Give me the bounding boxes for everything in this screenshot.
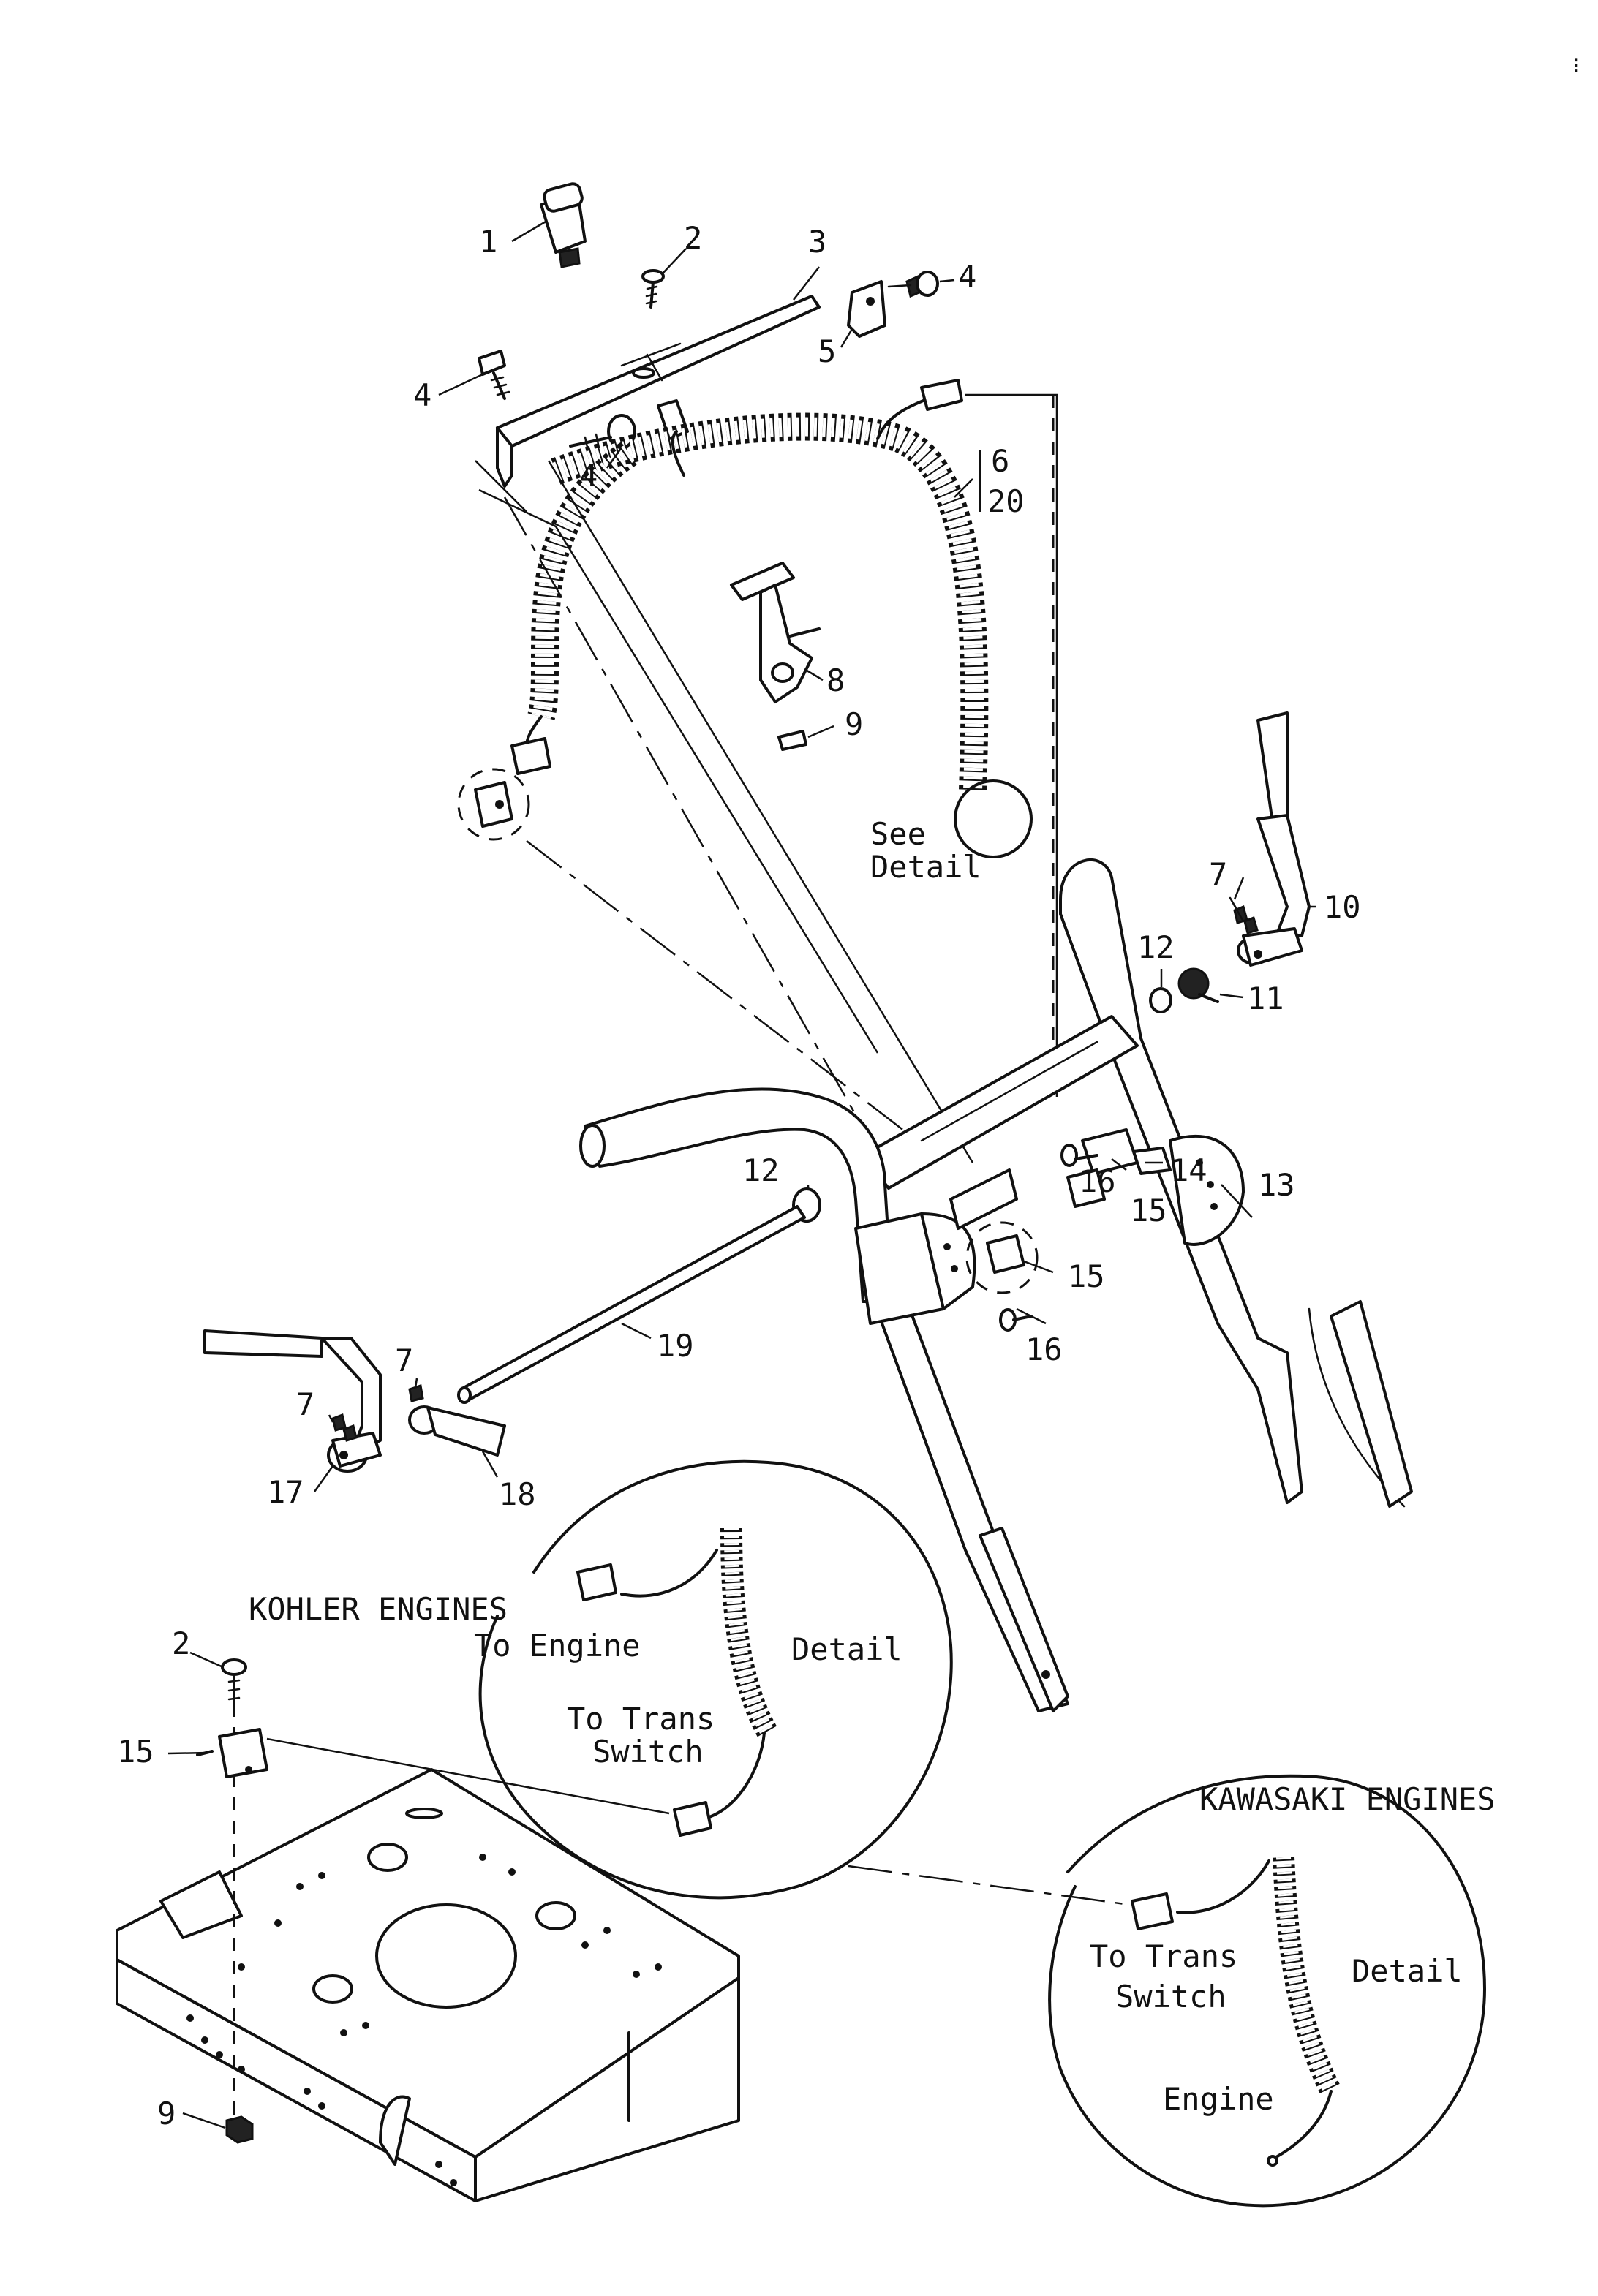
callout-17: 17 <box>267 1474 304 1510</box>
setscrews-7-right <box>1229 896 1259 934</box>
see-detail-line1: See <box>870 816 926 852</box>
wire-harness <box>510 379 989 790</box>
callout-7-arm: 7 <box>395 1343 413 1378</box>
page-corner-mark: ⁝ <box>1572 53 1580 79</box>
callout-13: 13 <box>1258 1167 1295 1203</box>
callout-3: 3 <box>808 224 826 260</box>
spring-11 <box>1177 967 1219 1003</box>
callout-19: 19 <box>657 1328 694 1364</box>
kawasaki-engine: Engine <box>1163 2081 1274 2117</box>
control-panel-plate <box>496 295 821 448</box>
callout-7-right: 7 <box>1209 856 1227 892</box>
kohler-title: KOHLER ENGINES <box>249 1591 508 1627</box>
callout-1: 1 <box>479 224 497 260</box>
kohler-to-trans-2: Switch <box>592 1734 704 1770</box>
see-detail-line2: Detail <box>870 849 981 885</box>
connector-detail-left <box>457 768 530 841</box>
callout-7-left: 7 <box>296 1386 314 1422</box>
callout-5: 5 <box>818 333 836 369</box>
callout-2: 2 <box>684 220 702 256</box>
kohler-to-trans-1: To Trans <box>567 1701 715 1737</box>
chassis-switch-stack <box>196 1658 268 2144</box>
arm-18 <box>408 1384 506 1457</box>
see-detail-callout: See Detail <box>870 779 1033 885</box>
kawasaki-title: KAWASAKI ENGINES <box>1199 1781 1496 1817</box>
callout-16-lower: 16 <box>1025 1332 1063 1367</box>
callout-18: 18 <box>499 1476 536 1512</box>
right-control-lever <box>1237 711 1311 967</box>
switch-bracket <box>847 271 939 338</box>
setscrews-7-left <box>331 1413 358 1442</box>
bushing-12-right <box>1149 987 1172 1013</box>
callout-12-right: 12 <box>1137 929 1175 965</box>
callout-12-left: 12 <box>742 1152 780 1188</box>
callout-4-middle: 4 <box>579 458 598 494</box>
callout-11: 11 <box>1247 981 1284 1016</box>
throttle-lever <box>730 562 821 703</box>
callout-20: 20 <box>987 483 1025 519</box>
kohler-to-engine: To Engine <box>474 1628 641 1664</box>
bolt-4-left <box>478 350 510 400</box>
ignition-switch <box>540 182 587 268</box>
screw-16-right <box>1060 1144 1098 1167</box>
screw-16-lower <box>999 1308 1033 1332</box>
kohler-detail-label: Detail <box>791 1631 902 1667</box>
shift-rod <box>457 1205 806 1404</box>
left-control-lever <box>203 1329 382 1473</box>
callout-4-left: 4 <box>413 377 431 413</box>
screw-2 <box>641 269 665 309</box>
pin-9 <box>777 730 807 751</box>
callout-14: 14 <box>1170 1152 1207 1188</box>
callout-2-chassis: 2 <box>172 1625 190 1661</box>
callout-9-chassis: 9 <box>157 2096 176 2131</box>
kawasaki-to-trans-1: To Trans <box>1090 1938 1237 1974</box>
kawasaki-to-trans-2: Switch <box>1115 1979 1226 2014</box>
chassis-frame <box>116 1768 740 2202</box>
callout-16-right: 16 <box>1079 1163 1116 1199</box>
callout-9-top: 9 <box>845 706 863 742</box>
kohler-detail <box>478 1459 953 1900</box>
callout-15-chassis: 15 <box>117 1734 154 1770</box>
callout-6: 6 <box>991 443 1009 479</box>
callout-15-right: 15 <box>1130 1193 1167 1228</box>
callout-10: 10 <box>1324 889 1361 925</box>
callout-8: 8 <box>826 662 845 698</box>
kawasaki-detail <box>1048 1774 1486 2208</box>
callout-15-middle: 15 <box>1068 1258 1105 1294</box>
callout-4-top: 4 <box>958 259 976 295</box>
handle-frame <box>579 858 1413 1712</box>
kawasaki-detail-label: Detail <box>1352 1953 1463 1989</box>
